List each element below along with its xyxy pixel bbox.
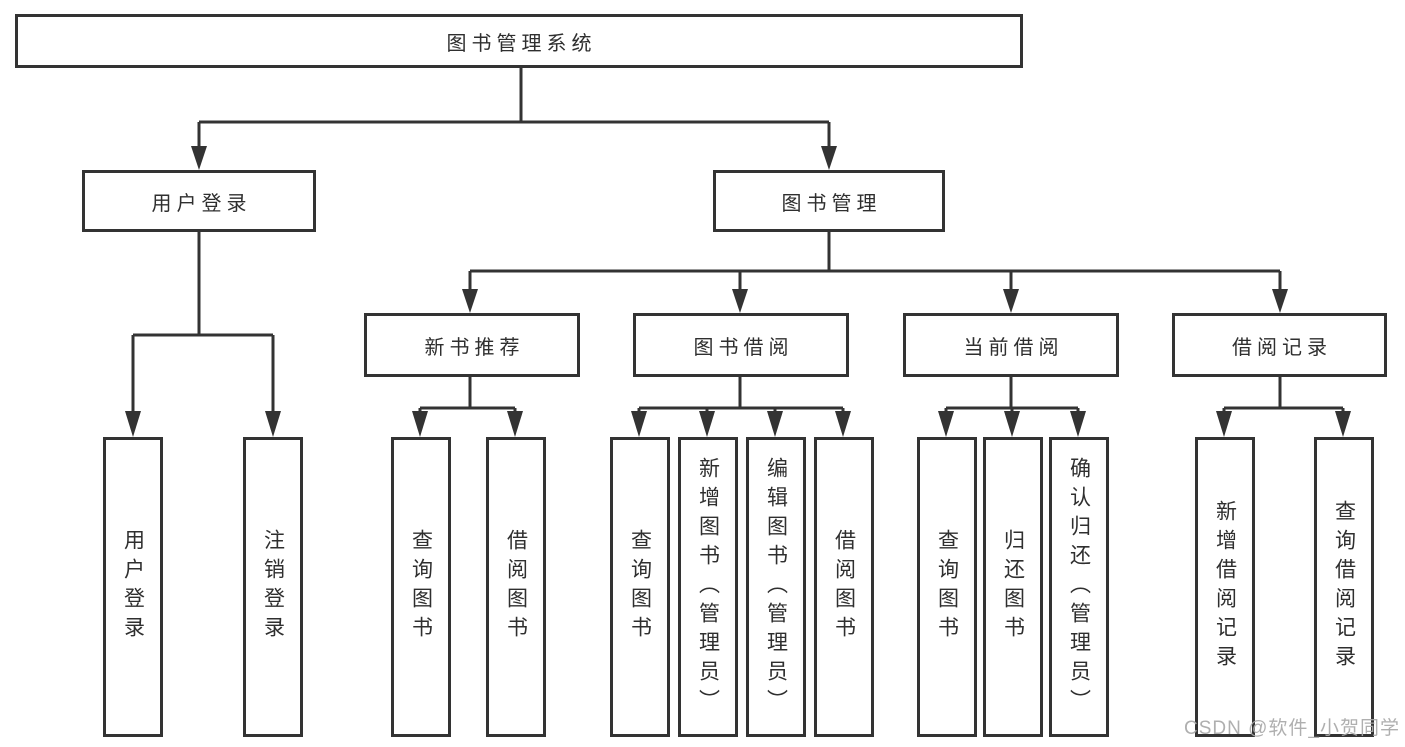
node-current-borrow-label: 当前借阅 <box>963 336 1064 359</box>
node-book-borrow: 图书借阅 <box>633 313 849 377</box>
arrowhead-down <box>507 411 523 437</box>
arrowhead-down <box>462 289 478 313</box>
node-user-login-group: 用户登录 <box>82 170 316 232</box>
connector-borrowrecord-to-leaves <box>1222 377 1345 413</box>
node-book-management: 图书管理 <box>713 170 945 232</box>
connector-newbook-to-leaves <box>418 377 517 413</box>
node-leaf-bb-borrow-book: 借阅图书 <box>814 437 874 737</box>
arrowhead-down <box>191 146 207 170</box>
node-leaf-bb-query-book-label: 查询图书 <box>628 529 652 645</box>
arrowhead-down <box>631 411 647 437</box>
node-leaf-br-add-record: 新增借阅记录 <box>1195 437 1255 737</box>
node-leaf-cb-query-book-label: 查询图书 <box>935 529 959 645</box>
node-book-management-label: 图书管理 <box>781 192 882 215</box>
connector-bookmgmt-to-level3 <box>468 232 1282 290</box>
arrowhead-down <box>938 411 954 437</box>
node-leaf-cb-return-book-label: 归还图书 <box>1001 529 1025 645</box>
arrowhead-down <box>125 411 141 437</box>
node-borrow-record-label: 借阅记录 <box>1232 336 1332 359</box>
arrowhead-down <box>1335 411 1351 437</box>
arrowhead-down <box>1272 289 1288 313</box>
node-leaf-cb-return-book: 归还图书 <box>983 437 1043 737</box>
arrowhead-down <box>835 411 851 437</box>
node-new-book-recommend-label: 新书推荐 <box>424 336 525 359</box>
arrowhead-down <box>821 146 837 170</box>
arrowhead-down <box>1004 411 1020 437</box>
node-leaf-cb-confirm-return: 确认归还（管理员） <box>1049 437 1109 737</box>
node-root: 图书管理系统 <box>15 14 1023 68</box>
arrowhead-down <box>767 411 783 437</box>
node-leaf-br-query-record: 查询借阅记录 <box>1314 437 1374 737</box>
node-leaf-nbr-borrow-book-label: 借阅图书 <box>504 529 528 645</box>
arrowhead-down <box>1216 411 1232 437</box>
arrowhead-down <box>699 411 715 437</box>
node-leaf-cb-query-book: 查询图书 <box>917 437 977 737</box>
connector-currentborrow-to-leaves <box>944 377 1080 413</box>
node-leaf-bb-borrow-book-label: 借阅图书 <box>832 529 856 645</box>
node-leaf-nbr-query-book: 查询图书 <box>391 437 451 737</box>
arrowhead-down <box>1003 289 1019 313</box>
node-leaf-bb-add-book: 新增图书（管理员） <box>678 437 738 737</box>
arrowhead-down <box>265 411 281 437</box>
arrowhead-down <box>732 289 748 313</box>
node-leaf-br-add-record-label: 新增借阅记录 <box>1213 500 1237 674</box>
arrowhead-down <box>412 411 428 437</box>
connector-userlogin-to-leaves <box>131 232 275 413</box>
node-root-label: 图书管理系统 <box>446 32 597 55</box>
node-leaf-user-login: 用户登录 <box>103 437 163 737</box>
node-leaf-bb-add-book-label: 新增图书（管理员） <box>696 456 720 718</box>
node-leaf-nbr-borrow-book: 借阅图书 <box>486 437 546 737</box>
node-leaf-user-login-label: 用户登录 <box>121 529 145 645</box>
node-leaf-nbr-query-book-label: 查询图书 <box>409 529 433 645</box>
node-user-login-group-label: 用户登录 <box>151 192 252 215</box>
node-leaf-bb-edit-book: 编辑图书（管理员） <box>746 437 806 737</box>
node-leaf-bb-edit-book-label: 编辑图书（管理员） <box>764 456 788 718</box>
connector-root-to-level2 <box>197 68 831 148</box>
arrowhead-down <box>1070 411 1086 437</box>
node-book-borrow-label: 图书借阅 <box>693 336 794 359</box>
connector-bookborrow-to-leaves <box>637 377 845 413</box>
node-leaf-logout-label: 注销登录 <box>261 529 285 645</box>
node-leaf-logout: 注销登录 <box>243 437 303 737</box>
node-current-borrow: 当前借阅 <box>903 313 1119 377</box>
node-leaf-bb-query-book: 查询图书 <box>610 437 670 737</box>
node-new-book-recommend: 新书推荐 <box>364 313 580 377</box>
node-leaf-cb-confirm-return-label: 确认归还（管理员） <box>1067 456 1091 718</box>
node-leaf-br-query-record-label: 查询借阅记录 <box>1332 500 1356 674</box>
node-borrow-record: 借阅记录 <box>1172 313 1387 377</box>
